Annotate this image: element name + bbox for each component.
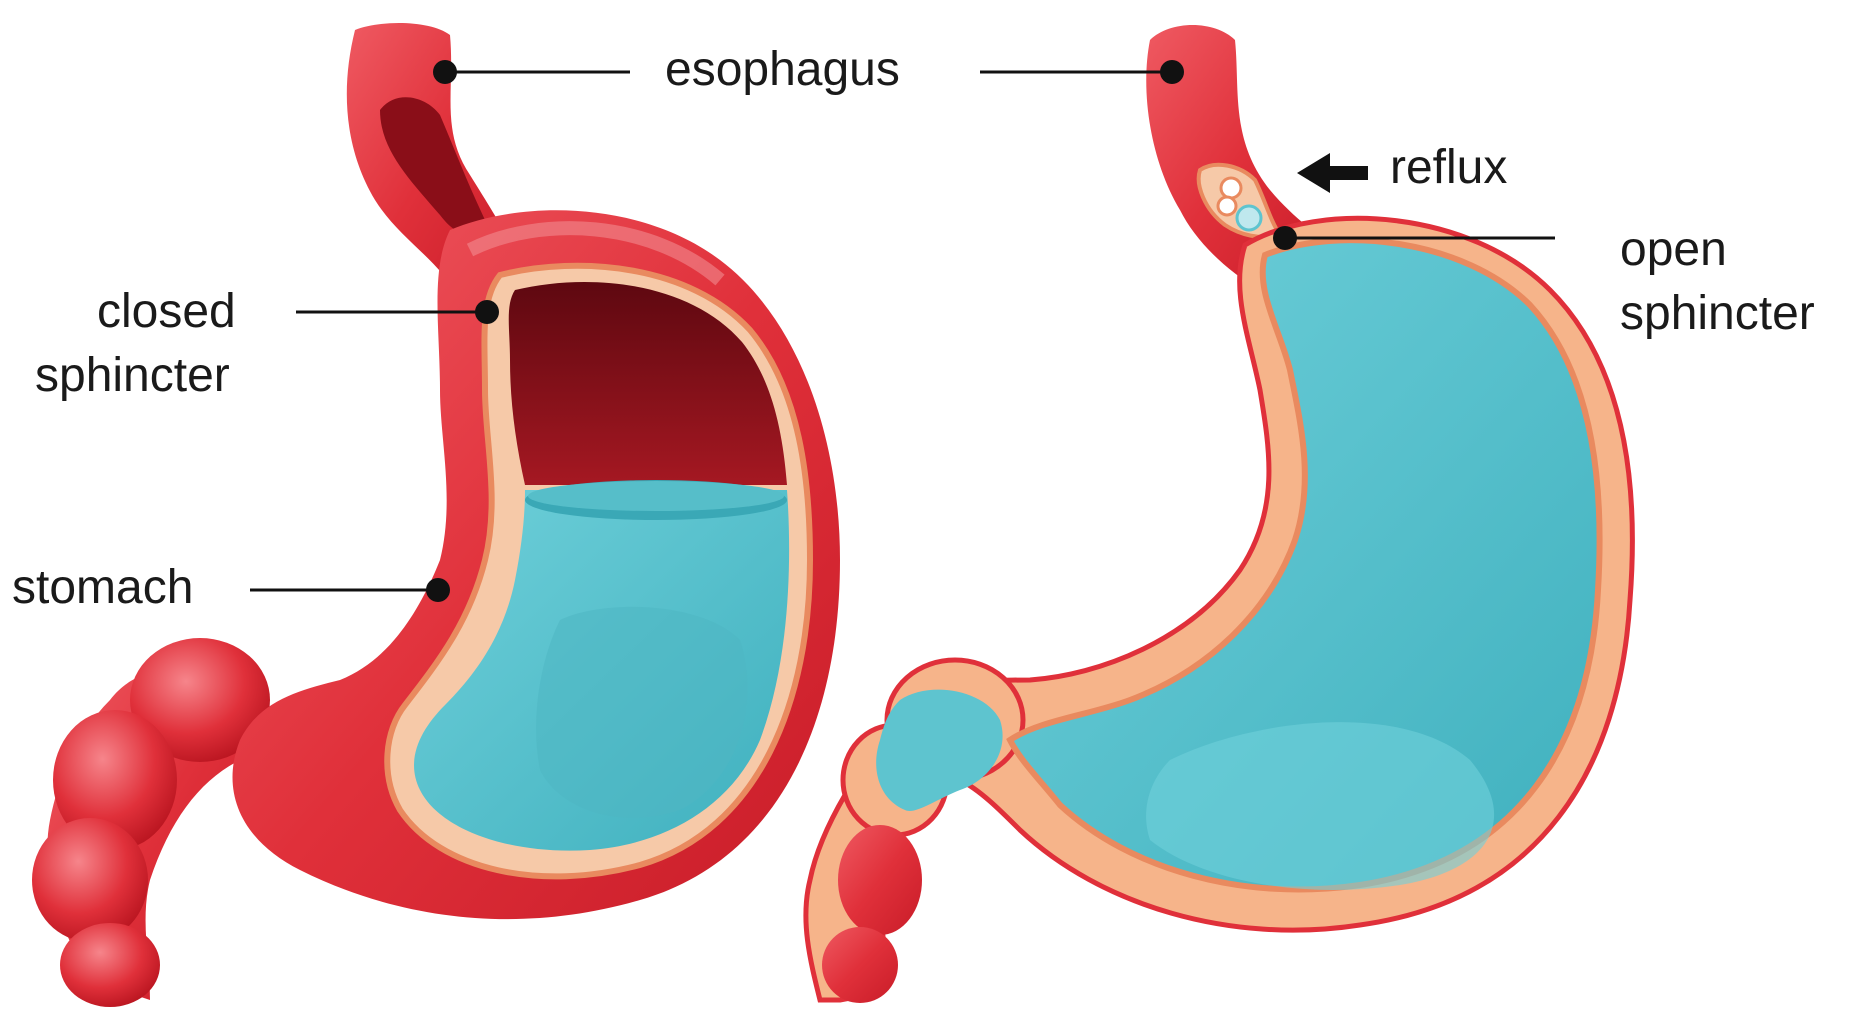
left-stomach xyxy=(32,23,840,1007)
right-stomach xyxy=(806,25,1633,1003)
open-sphincter-label-line1: open xyxy=(1620,222,1727,277)
stomach-label: stomach xyxy=(12,560,193,615)
closed-sphincter-label-line1: closed xyxy=(97,284,236,339)
closed-sphincter-label-line2: sphincter xyxy=(35,348,230,403)
reflux-label: reflux xyxy=(1390,140,1507,195)
reflux-arrow xyxy=(1297,153,1368,193)
open-sphincter-label-line2: sphincter xyxy=(1620,286,1815,341)
left-duodenum xyxy=(32,638,270,1007)
esophagus-label: esophagus xyxy=(665,42,900,97)
